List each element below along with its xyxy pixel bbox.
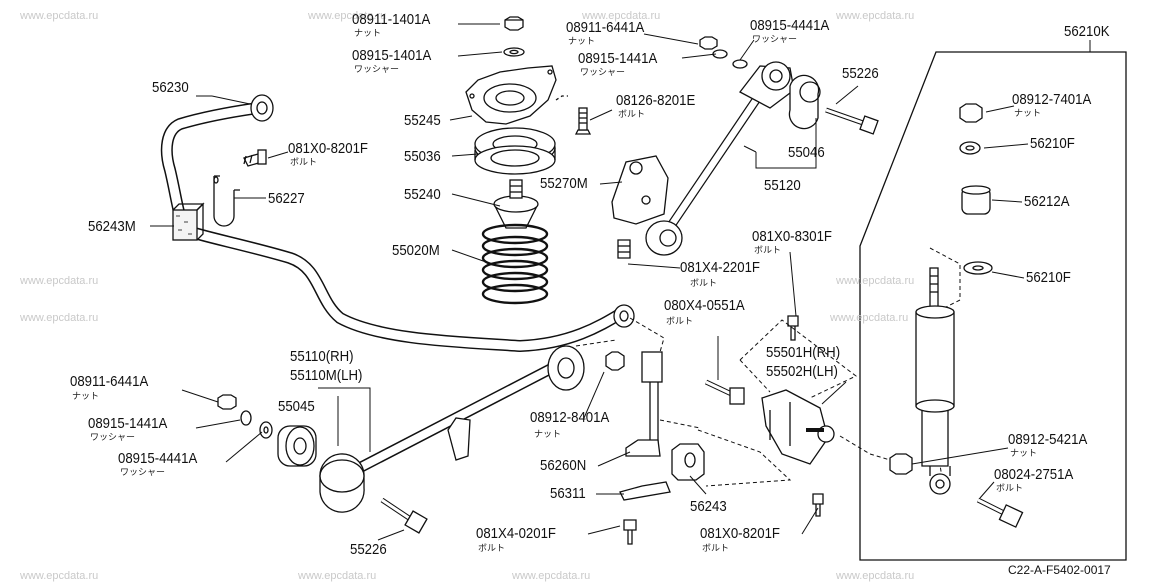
part-label-081x0-8201f-lower: 081X0-8201F	[700, 525, 780, 542]
bracket-55270m	[611, 155, 669, 259]
part-note-bolt: ボルト	[290, 158, 318, 168]
watermark-10: www.epcdata.ru	[298, 570, 377, 582]
watermark-2: www.epcdata.ru	[308, 10, 387, 22]
lower-shock-bracket	[761, 389, 835, 465]
part-note-bolt: ボルト	[996, 484, 1024, 494]
part-label-08024-2751a: 08024-2751A	[994, 466, 1074, 483]
part-note-nut: ナット	[1014, 109, 1042, 119]
part-label-08915-1401a: 08915-1401A	[352, 47, 432, 64]
watermark-4: www.epcdata.ru	[836, 10, 915, 22]
drawing-code: C22-A-F5402-0017	[1008, 563, 1111, 577]
bolt-55226-lower	[380, 497, 428, 534]
part-label-08912-8401a: 08912-8401A	[530, 409, 610, 426]
strut-mount-assembly	[465, 16, 557, 305]
watermark-7: www.epcdata.ru	[20, 312, 99, 324]
part-note-bolt: ボルト	[754, 246, 782, 256]
part-note-bolt: ボルト	[666, 317, 694, 327]
watermark-9: www.epcdata.ru	[20, 570, 99, 582]
part-label-56260n: 56260N	[540, 457, 587, 474]
part-note-washer: ワッシャー	[752, 35, 798, 45]
part-label-081x4-0201f: 081X4-0201F	[476, 525, 556, 542]
watermark-6: www.epcdata.ru	[836, 275, 915, 287]
stabilizer-bracket-56227	[213, 175, 240, 227]
part-label-56210k: 56210K	[1064, 23, 1110, 40]
part-label-55110m-lh: 55110M(LH)	[290, 367, 363, 384]
part-label-55226-top: 55226	[842, 65, 879, 82]
watermark-8: www.epcdata.ru	[830, 312, 909, 324]
part-label-08915-4441a-lower: 08915-4441A	[118, 450, 198, 467]
part-label-081x0-8201f-top: 081X0-8201F	[288, 140, 368, 157]
part-label-08911-6441a-top: 08911-6441A	[566, 19, 645, 36]
part-label-56212a: 56212A	[1024, 193, 1070, 210]
part-label-56311: 56311	[550, 485, 586, 502]
part-label-080x4-0551a: 080X4-0551A	[664, 297, 745, 314]
part-label-08912-7401a: 08912-7401A	[1012, 91, 1092, 108]
bolt-55226-upper	[825, 107, 879, 135]
part-note-nut: ナット	[1010, 449, 1038, 459]
stabilizer-bar	[160, 94, 635, 353]
leader-lines	[150, 23, 1091, 541]
part-label-08911-6441a-lower: 08911-6441A	[70, 373, 149, 390]
part-note-washer: ワッシャー	[580, 68, 626, 78]
part-label-55240: 55240	[404, 186, 441, 203]
part-label-081x0-8301f: 081X0-8301F	[752, 228, 832, 245]
part-label-08915-4441a-top: 08915-4441A	[750, 17, 830, 34]
part-label-55020m: 55020M	[392, 242, 440, 259]
part-label-55110-rh: 55110(RH)	[290, 348, 354, 365]
part-note-washer: ワッシャー	[354, 65, 400, 75]
lower-control-arm	[217, 345, 585, 513]
part-label-55045: 55045	[278, 398, 315, 415]
watermark-5: www.epcdata.ru	[20, 275, 99, 287]
shock-absorber	[889, 103, 1024, 528]
part-label-08912-5421a: 08912-5421A	[1008, 431, 1088, 448]
dashed-leaders	[575, 247, 961, 491]
shock-absorber-kit-frame	[859, 51, 1127, 561]
part-label-08911-1401a: 08911-1401A	[352, 11, 431, 28]
part-label-55501h-rh: 55501H(RH)	[766, 344, 841, 361]
stabilizer-link-56260n	[605, 315, 824, 545]
part-label-081x4-2201f: 081X4-2201F	[680, 259, 760, 276]
bolt-081x0-8201f-top	[243, 149, 267, 167]
part-note-nut: ナット	[72, 392, 100, 402]
part-note-bolt: ボルト	[478, 544, 506, 554]
bolt-08126-8201e	[555, 95, 592, 135]
part-note-bolt: ボルト	[618, 110, 646, 120]
watermark-3: www.epcdata.ru	[582, 10, 661, 22]
watermark-12: www.epcdata.ru	[836, 570, 915, 582]
part-label-55036: 55036	[404, 148, 441, 165]
part-label-56243: 56243	[690, 498, 727, 515]
watermark-11: www.epcdata.ru	[512, 570, 591, 582]
part-label-08915-1441a-top: 08915-1441A	[578, 50, 658, 67]
part-note-nut: ナット	[568, 37, 596, 47]
part-label-55226-lower: 55226	[350, 541, 387, 558]
part-note-nut: ナット	[354, 29, 382, 39]
part-label-56230: 56230	[152, 79, 189, 96]
part-label-55046: 55046	[788, 144, 825, 161]
part-label-55245: 55245	[404, 112, 441, 129]
part-note-bolt: ボルト	[690, 279, 718, 289]
part-label-55502h-lh: 55502H(LH)	[766, 363, 838, 380]
part-label-55120: 55120	[764, 177, 801, 194]
part-note-nut: ナット	[534, 430, 562, 440]
part-note-washer: ワッシャー	[90, 433, 136, 443]
stabilizer-bushing-56243m	[172, 202, 205, 241]
upper-control-link	[645, 36, 821, 256]
part-label-56227: 56227	[268, 190, 305, 207]
part-label-56243m: 56243M	[88, 218, 136, 235]
part-label-56210f-upper: 56210F	[1030, 135, 1075, 152]
part-note-bolt: ボルト	[702, 544, 730, 554]
part-label-08915-1441a-lower: 08915-1441A	[88, 415, 168, 432]
part-note-washer: ワッシャー	[120, 468, 166, 478]
part-label-08126-8201e: 08126-8201E	[616, 92, 696, 109]
watermark-1: www.epcdata.ru	[20, 10, 99, 22]
part-label-56210f-lower: 56210F	[1026, 269, 1071, 286]
part-label-55270m: 55270M	[540, 175, 588, 192]
